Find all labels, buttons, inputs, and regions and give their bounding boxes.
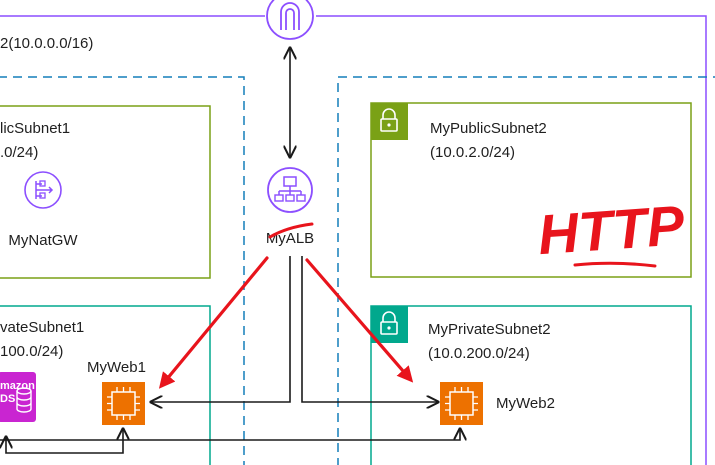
annotation-underline: [573, 261, 657, 268]
vpc-label: 2(10.0.0.0/16): [0, 35, 93, 52]
private-subnet-1: vateSubnet1 100.0/24): [0, 305, 211, 465]
public-subnet-2-cidr: (10.0.2.0/24): [430, 144, 515, 161]
web1-label: MyWeb1: [87, 359, 146, 376]
public-subnet-2-name: MyPublicSubnet2: [430, 120, 547, 137]
nat-gateway-label: MyNatGW: [8, 232, 78, 249]
internet-gateway-icon: [266, 0, 314, 40]
availability-zone-2: [337, 76, 715, 465]
load-balancer-label: MyALB: [266, 230, 314, 247]
private-subnet-2-name: MyPrivateSubnet2: [428, 321, 551, 338]
availability-zone-1: [0, 76, 245, 465]
bottom-connector-web2: [0, 429, 460, 441]
private-subnet-1-name: vateSubnet1: [0, 319, 84, 336]
alb-web1-connector: [151, 256, 291, 402]
handwritten-annotation: HTTP: [536, 193, 687, 266]
red-annotations: HTTP: [158, 193, 687, 389]
public-subnet-1-cidr: .0/24): [0, 144, 38, 161]
public-subnet-1: licSubnet1 .0/24): [0, 105, 211, 279]
padlock-icon: [371, 306, 408, 343]
ec2-instance-icon: [102, 382, 145, 425]
vpc-container: 2(10.0.0.0/16): [0, 15, 707, 465]
web2-label: MyWeb2: [496, 395, 555, 412]
ec2-instance-icon: [440, 382, 483, 425]
red-arrow-to-web2: [305, 258, 414, 383]
private-subnet-2-cidr: (10.0.200.0/24): [428, 345, 530, 362]
load-balancer-icon: [267, 167, 313, 213]
bottom-connector-rds-web1: [6, 429, 123, 454]
red-arrow-to-web1: [158, 256, 269, 389]
private-subnet-1-cidr: 100.0/24): [0, 343, 63, 360]
private-subnet-2: MyPrivateSubnet2 (10.0.200.0/24): [370, 305, 692, 465]
alb-web2-connector: [301, 256, 438, 402]
padlock-icon: [371, 103, 408, 140]
rds-label-bottom: DS: [0, 393, 15, 405]
rds-label-top: mazon: [0, 380, 35, 392]
public-subnet-1-name: licSubnet1: [0, 120, 70, 137]
public-subnet-2: MyPublicSubnet2 (10.0.2.0/24): [370, 102, 692, 278]
rds-database-icon: mazon DS: [0, 372, 36, 422]
nat-gateway-icon: [24, 171, 62, 209]
red-strike-through: [268, 222, 314, 239]
